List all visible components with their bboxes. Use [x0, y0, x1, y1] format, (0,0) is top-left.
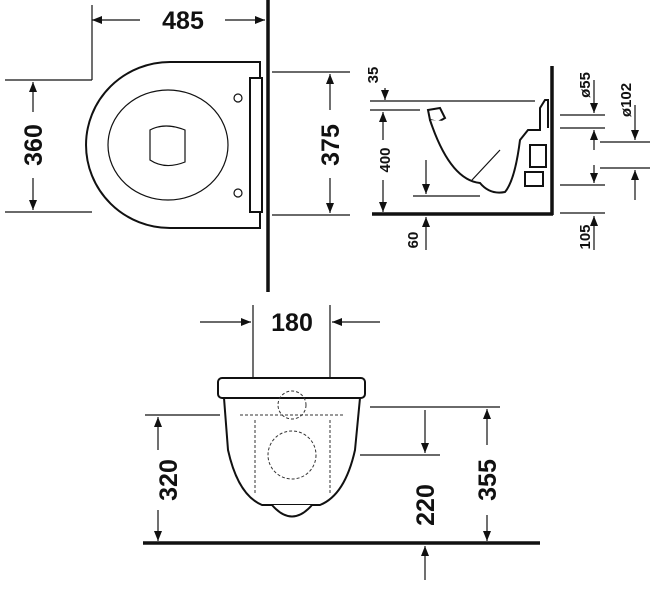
bowl-front-outline	[222, 397, 362, 506]
dim-360: 360	[20, 124, 48, 166]
top-view: 485 360 375	[5, 0, 350, 292]
dim-105: 105	[577, 224, 594, 249]
dim-d102: ø102	[618, 83, 635, 117]
bowl-top-outline	[85, 61, 261, 229]
dim-180: 180	[271, 309, 313, 337]
dim-35: 35	[365, 67, 382, 84]
dim-375: 375	[317, 124, 345, 166]
dim-220: 220	[412, 484, 440, 526]
front-view: 180 320 220 355	[143, 305, 540, 580]
dim-400: 400	[377, 147, 394, 172]
dim-d55: ø55	[577, 72, 594, 98]
dim-320: 320	[155, 459, 183, 501]
side-view: 35 400 60 ø55 ø102 105	[365, 66, 650, 250]
dim-485: 485	[162, 7, 204, 35]
seat-front	[217, 377, 366, 399]
dim-60: 60	[405, 232, 422, 249]
dim-355: 355	[474, 459, 502, 501]
